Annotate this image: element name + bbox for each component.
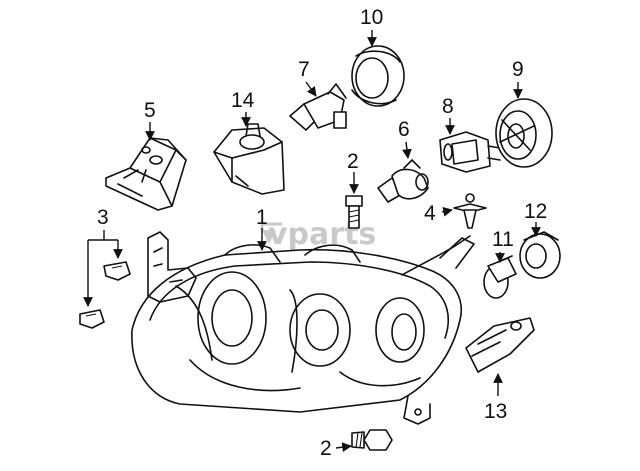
bulb: 7 xyxy=(289,58,347,131)
bolt-upper: 2 xyxy=(345,150,363,229)
callout-7: 7 xyxy=(298,58,310,81)
callout-11: 11 xyxy=(492,228,514,251)
cap-right: 9 xyxy=(495,58,553,168)
headlamp-assembly: 1 xyxy=(131,206,475,425)
bolt-lower: 2 xyxy=(320,429,393,460)
callout-4: 4 xyxy=(424,202,436,225)
callout-13: 13 xyxy=(484,400,507,423)
callout-1: 1 xyxy=(256,206,268,229)
callout-2-lower: 2 xyxy=(320,437,332,460)
bulb-socket: 6 xyxy=(377,118,429,203)
callout-6: 6 xyxy=(398,118,410,141)
callout-14: 14 xyxy=(231,89,255,112)
callout-8: 8 xyxy=(442,95,454,118)
callout-10: 10 xyxy=(360,6,383,29)
callout-9: 9 xyxy=(512,58,524,81)
bracket: 5 xyxy=(105,99,187,211)
callout-12: 12 xyxy=(524,200,547,223)
push-pin: 4 xyxy=(424,193,487,229)
clips: 3 xyxy=(79,206,131,329)
lower-bracket: 13 xyxy=(465,317,535,423)
rear-cover: 14 xyxy=(213,89,285,195)
callout-3: 3 xyxy=(97,206,109,229)
cap-top: 10 xyxy=(351,6,405,107)
socket-turn: 8 xyxy=(439,95,501,173)
callout-2-upper: 2 xyxy=(347,150,359,173)
callout-5: 5 xyxy=(144,99,156,122)
side-socket: 12 xyxy=(519,200,561,279)
side-bulb: 11 xyxy=(483,228,517,299)
